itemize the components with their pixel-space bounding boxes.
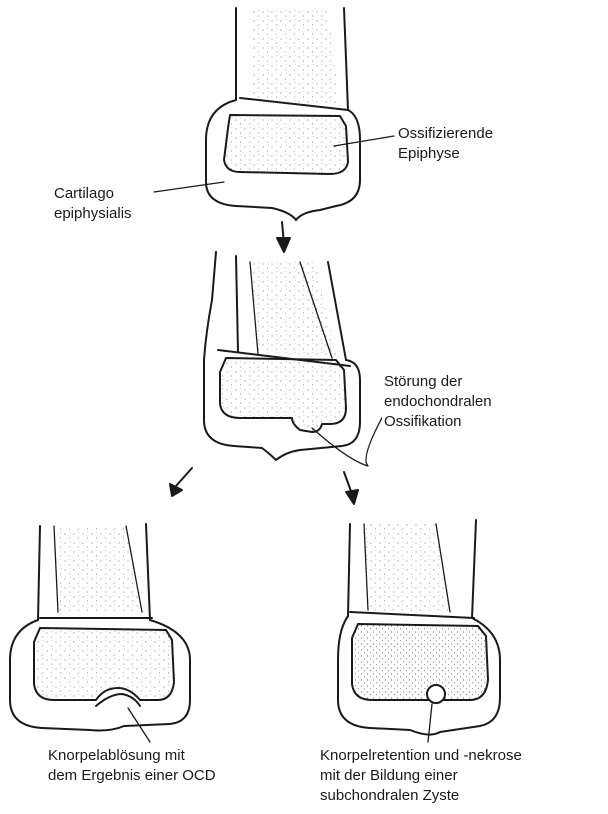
label-line: dem Ergebnis einer OCD xyxy=(48,766,216,786)
bone-cyst-right xyxy=(338,520,500,742)
epiphysis-disturbed xyxy=(220,358,346,432)
label-line: mit der Bildung einer xyxy=(320,766,522,786)
arrow-right xyxy=(344,472,358,504)
growth-plate-line xyxy=(350,612,474,618)
metaphysis-region xyxy=(364,524,450,612)
epiphysis-dense xyxy=(352,624,488,700)
label-line: Knorpelretention und -nekrose xyxy=(320,746,522,766)
bone-disturbance-middle xyxy=(204,252,384,466)
ossifying-epiphysis xyxy=(224,115,348,174)
label-cartilago: Cartilago epiphysialis xyxy=(54,184,132,224)
detached-cartilage xyxy=(96,694,140,706)
arrow-down xyxy=(277,222,290,252)
label-ossification-epiphysis: Ossifizierende Epiphyse xyxy=(398,124,493,164)
bone-ocd-left xyxy=(10,524,190,742)
metaphysis-region xyxy=(250,8,340,106)
subchondral-cyst xyxy=(427,685,445,703)
bone-normal-top xyxy=(154,8,394,220)
leader-cyst xyxy=(428,704,432,742)
label-line: endochondralen xyxy=(384,392,492,412)
label-line: Epiphyse xyxy=(398,144,493,164)
leader-cartilago xyxy=(154,182,224,192)
metaphysis-region xyxy=(56,526,142,612)
metaphysis-region xyxy=(252,262,336,356)
label-ocd-result: Knorpelablösung mit dem Ergebnis einer O… xyxy=(48,746,216,786)
arrow-left xyxy=(170,468,192,496)
label-line: Ossifizierende xyxy=(398,124,493,144)
label-line: subchondralen Zyste xyxy=(320,786,522,806)
label-line: Cartilago xyxy=(54,184,132,204)
label-line: Ossifikation xyxy=(384,412,492,432)
label-disturbance: Störung der endochondralen Ossifikation xyxy=(382,372,494,432)
label-line: Störung der xyxy=(384,372,492,392)
label-line: Knorpelablösung mit xyxy=(48,746,216,766)
label-line: epiphysialis xyxy=(54,204,132,224)
epiphysis-ocd xyxy=(34,628,174,700)
label-cyst-result: Knorpelretention und -nekrose mit der Bi… xyxy=(320,746,522,806)
